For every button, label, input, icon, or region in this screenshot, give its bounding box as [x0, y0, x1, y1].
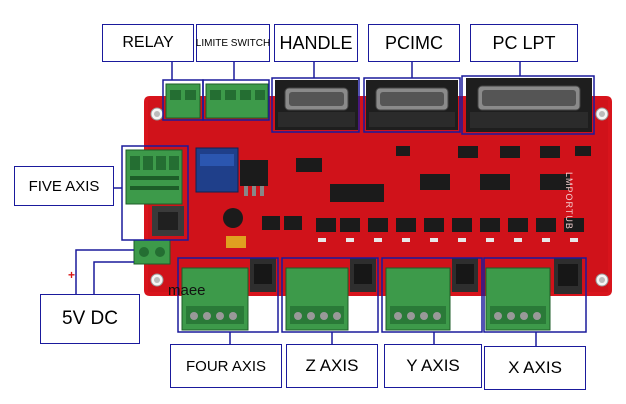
- limit-switch-terminal-block: [205, 83, 269, 119]
- label-five-axis: FIVE AXIS: [14, 166, 114, 206]
- five-axis-terminal-block: [125, 149, 183, 205]
- handwritten-note: maee: [168, 282, 206, 299]
- label-y-axis: Y AXIS: [384, 344, 482, 388]
- pc-lpt-db-connector: [466, 78, 592, 132]
- plus-mark: +: [68, 268, 76, 282]
- pcimc-db-connector: [366, 80, 458, 130]
- leader-lines: [75, 60, 537, 346]
- label-z-axis: Z AXIS: [286, 344, 378, 388]
- label-relay: RELAY: [102, 24, 194, 62]
- mounting-holes: [150, 107, 609, 287]
- label-handle: HANDLE: [274, 24, 358, 62]
- label-four-axis: FOUR AXIS: [170, 344, 282, 388]
- silkscreen-text: LMPORTUB: [564, 172, 574, 230]
- z-axis-connector: [285, 258, 376, 331]
- x-axis-connector: [485, 258, 582, 331]
- relay-component: [195, 147, 268, 248]
- y-axis-connector: [385, 258, 478, 331]
- handle-db-connector: [275, 80, 358, 130]
- label-pcimc: PCIMC: [368, 24, 460, 62]
- label-5v-dc: 5V DC: [40, 294, 140, 344]
- four-axis-connector: [181, 258, 276, 331]
- label-limit-switch: LIMITE SWITCH: [196, 24, 270, 62]
- label-pc-lpt: PC LPT: [470, 24, 578, 62]
- resistor-pads: [318, 238, 578, 242]
- optocoupler-row: [262, 216, 584, 232]
- dc-power-terminal: [133, 239, 171, 265]
- relay-terminal-block: [165, 83, 201, 119]
- five-axis-rj-port: [152, 206, 184, 236]
- ic-chips: [296, 146, 591, 202]
- label-x-axis: X AXIS: [484, 346, 586, 390]
